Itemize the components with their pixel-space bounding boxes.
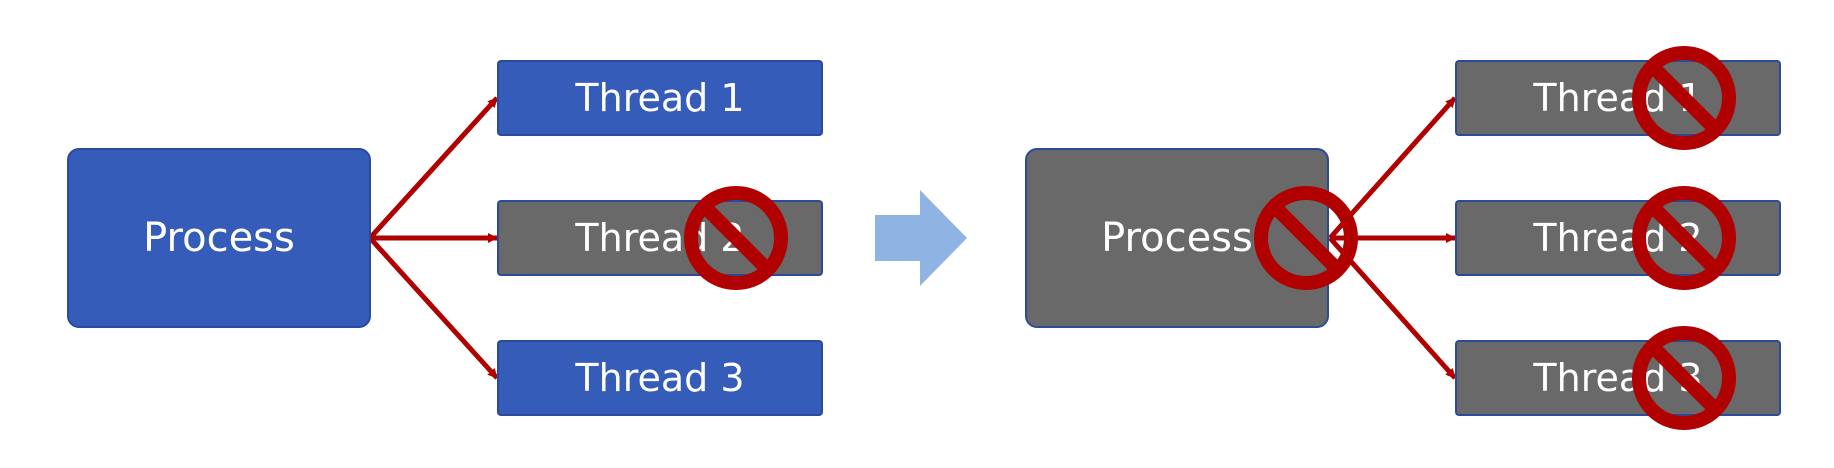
left-process-box: Process [67, 148, 371, 328]
prohibition-icon [1251, 183, 1361, 293]
prohibition-icon [1629, 323, 1739, 433]
prohibition-icon [1629, 43, 1739, 153]
right-arrow-icon [875, 190, 967, 286]
left-thread-1-box: Thread 1 [497, 60, 823, 136]
arrow-process-to-thread-3 [368, 236, 499, 380]
thread-label: Thread 3 [575, 356, 745, 400]
prohibition-icon [1629, 183, 1739, 293]
right-process-box: Process [1025, 148, 1329, 328]
thread-label: Thread 1 [575, 76, 745, 120]
left-thread-3-box: Thread 3 [497, 340, 823, 416]
arrow-process-to-thread-1 [368, 96, 499, 240]
process-label: Process [1101, 215, 1253, 261]
prohibition-icon [681, 183, 791, 293]
process-label: Process [143, 215, 295, 261]
